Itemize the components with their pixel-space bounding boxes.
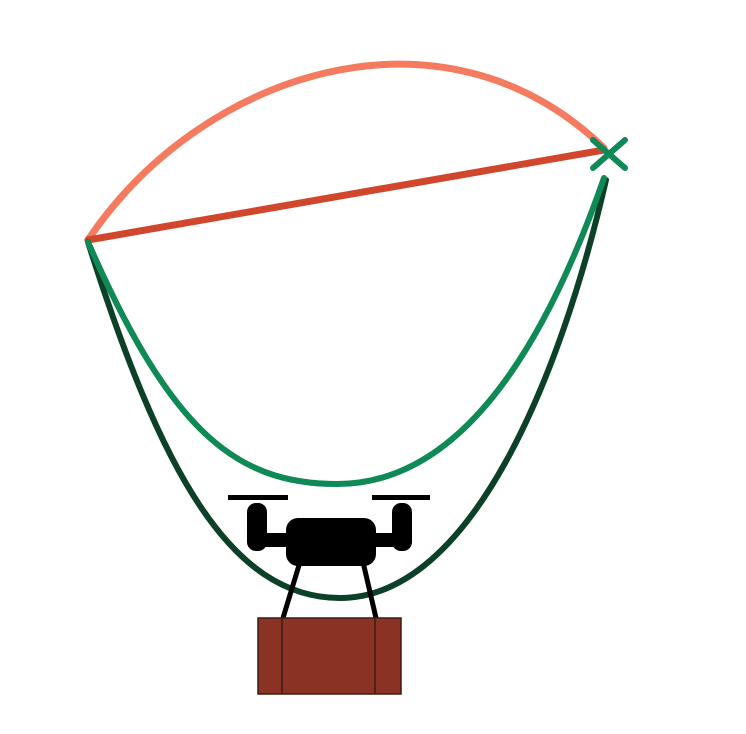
inner-green-catenary-path: [85, 175, 607, 488]
drone-icon: [228, 495, 430, 619]
payload-box: [257, 617, 402, 695]
drone-body: [286, 518, 376, 566]
upper-arc-path: [84, 60, 608, 244]
propeller-left: [228, 495, 288, 500]
outer-dark-catenary-path: [85, 177, 609, 602]
leg-left: [280, 561, 303, 619]
leg-right: [360, 561, 379, 619]
propeller-right: [372, 495, 430, 500]
target-x-marker: [590, 137, 628, 171]
payload-box-body: [257, 617, 402, 695]
straight-chord-path: [84, 146, 608, 244]
